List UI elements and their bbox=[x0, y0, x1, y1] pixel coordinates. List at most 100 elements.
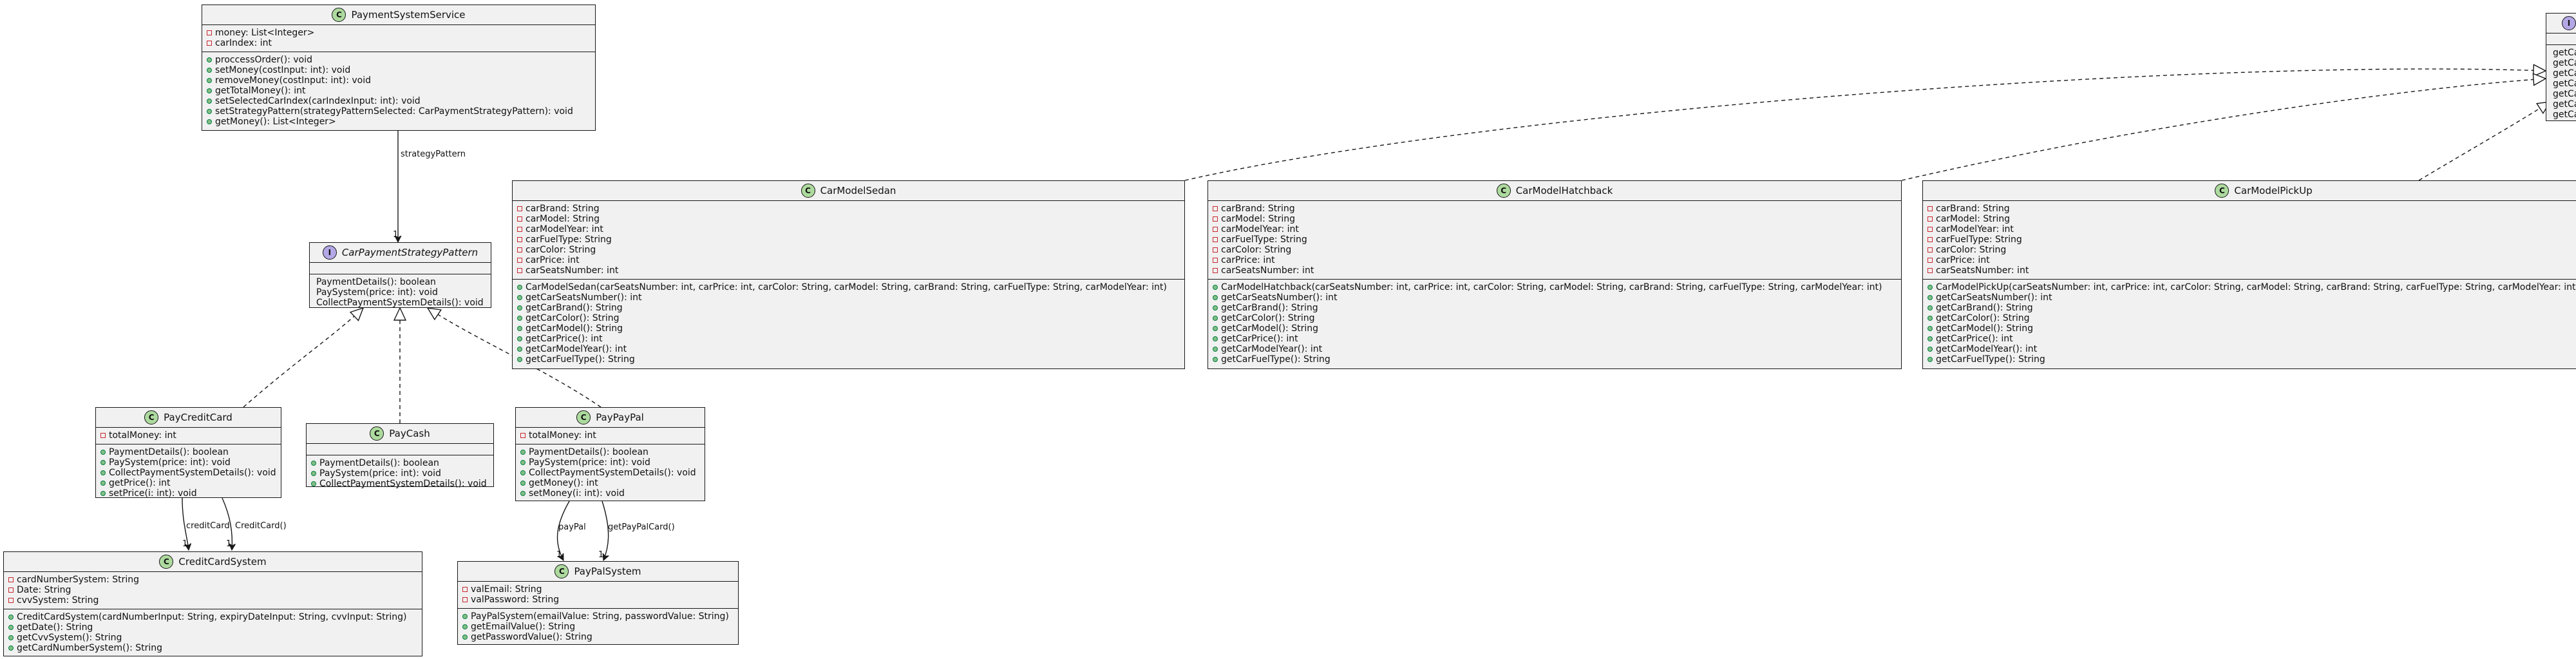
method-row: setMoney(i: int): void bbox=[520, 488, 701, 499]
private-marker-icon bbox=[1212, 234, 1218, 245]
method-text: getCa bbox=[2553, 110, 2576, 120]
public-marker-icon bbox=[516, 303, 523, 313]
method-row: CollectPaymentSystemDetails(): void bbox=[314, 298, 487, 308]
method-text: getEmailValue(): String bbox=[471, 622, 576, 632]
field-row: totalMoney: int bbox=[520, 430, 701, 441]
edge-sedan-realizes bbox=[1184, 64, 2547, 181]
method-text: getCarModel(): String bbox=[1221, 323, 1319, 334]
class-header: I bbox=[2546, 14, 2576, 33]
field-text: money: List<Integer> bbox=[215, 28, 315, 38]
method-row: getCarPrice(): int bbox=[516, 334, 1180, 344]
method-text: getCarFuelType(): String bbox=[526, 354, 635, 365]
method-text: PayPalSystem(emailValue: String, passwor… bbox=[471, 611, 729, 622]
method-row: getCarFuelType(): String bbox=[516, 354, 1180, 365]
fields-section: totalMoney: int bbox=[96, 428, 281, 444]
method-row: CollectPaymentSystemDetails(): void bbox=[520, 468, 701, 478]
private-marker-icon bbox=[1212, 265, 1218, 276]
method-text: PaySystem(price: int): void bbox=[316, 287, 438, 298]
field-text: carSeatsNumber: int bbox=[1936, 265, 2029, 276]
method-row: setMoney(costInput: int): void bbox=[206, 65, 591, 75]
class-icon: C bbox=[1496, 184, 1511, 198]
edge-hatchback-realizes bbox=[1901, 73, 2547, 181]
field-row: carColor: String bbox=[1212, 245, 1897, 255]
class-icon: C bbox=[370, 426, 384, 441]
method-text: getCarPrice(): int bbox=[1936, 334, 2013, 344]
method-text: getCarFuelType(): String bbox=[1221, 354, 1331, 365]
field-row: carBrand: String bbox=[1927, 204, 2576, 214]
private-marker-icon bbox=[1927, 265, 1933, 276]
public-marker-icon bbox=[516, 282, 523, 292]
edge-label-get-pay-pal-card: getPayPalCard() bbox=[608, 522, 675, 532]
private-marker-icon bbox=[1927, 245, 1933, 255]
method-text: getCarModelYear(): int bbox=[1936, 344, 2038, 354]
field-row: Date: String bbox=[8, 585, 418, 595]
method-text: getCarPrice(): int bbox=[1221, 334, 1298, 344]
field-row: totalMoney: int bbox=[100, 430, 277, 441]
method-row: getCa bbox=[2550, 89, 2576, 99]
methods-section: CarModelSedan(carSeatsNumber: int, carPr… bbox=[513, 279, 1184, 368]
field-text: totalMoney: int bbox=[109, 430, 176, 441]
field-text: valEmail: String bbox=[471, 584, 542, 595]
fields-section bbox=[2546, 33, 2576, 44]
method-row: PaySystem(price: int): void bbox=[310, 468, 489, 479]
class-name: PaymentSystemService bbox=[351, 9, 466, 21]
method-row: PaySystem(price: int): void bbox=[100, 457, 277, 468]
field-text: carSeatsNumber: int bbox=[1221, 265, 1314, 276]
method-text: getCarSeatsNumber(): int bbox=[526, 292, 642, 303]
edge-credit-card bbox=[182, 497, 189, 550]
class-name: CreditCardSystem bbox=[178, 556, 267, 568]
field-text: carPrice: int bbox=[526, 255, 580, 265]
public-marker-icon bbox=[462, 622, 468, 632]
public-marker-icon bbox=[462, 632, 468, 642]
method-text: setMoney(i: int): void bbox=[529, 488, 625, 499]
public-marker-icon bbox=[310, 458, 317, 468]
class-icon: C bbox=[800, 184, 815, 198]
private-marker-icon bbox=[462, 595, 468, 605]
public-marker-icon bbox=[1212, 313, 1218, 323]
field-row: valPassword: String bbox=[462, 595, 734, 605]
public-marker-icon bbox=[516, 344, 523, 354]
private-marker-icon bbox=[206, 38, 213, 48]
public-marker-icon bbox=[100, 447, 106, 457]
method-row: getCa bbox=[2550, 79, 2576, 89]
method-row: getCarPrice(): int bbox=[1212, 334, 1897, 344]
public-marker-icon bbox=[100, 478, 106, 488]
edge-mult-pay-pal: 1 bbox=[556, 550, 562, 560]
method-row: getCarBrand(): String bbox=[1927, 303, 2576, 313]
method-row: PaymentDetails(): boolean bbox=[100, 447, 277, 457]
method-row: CollectPaymentSystemDetails(): void bbox=[310, 479, 489, 489]
method-row: getCarSeatsNumber(): int bbox=[1927, 292, 2576, 303]
field-row: cardNumberSystem: String bbox=[8, 575, 418, 585]
method-text: setMoney(costInput: int): void bbox=[215, 65, 351, 75]
method-text: CollectPaymentSystemDetails(): void bbox=[109, 468, 276, 478]
private-marker-icon bbox=[1212, 255, 1218, 265]
interface-car-model-partial[interactable]: IgetCagetCagetCagetCagetCagetCagetCa bbox=[2546, 13, 2576, 121]
field-row: carColor: String bbox=[516, 245, 1180, 255]
private-marker-icon bbox=[100, 430, 106, 441]
field-text: carFuelType: String bbox=[526, 234, 612, 245]
methods-section: CarModelPickUp(carSeatsNumber: int, carP… bbox=[1923, 279, 2576, 368]
edge-get-pay-pal-card bbox=[601, 501, 609, 560]
public-marker-icon bbox=[8, 622, 14, 633]
method-row: getCa bbox=[2550, 99, 2576, 110]
class-header: C CarModelSedan bbox=[513, 181, 1184, 201]
class-name: CarModelSedan bbox=[820, 185, 896, 196]
method-text: PaySystem(price: int): void bbox=[319, 468, 441, 479]
method-row: getCarModelYear(): int bbox=[1927, 344, 2576, 354]
method-row: setSelectedCarIndex(carIndexInput: int):… bbox=[206, 96, 591, 106]
field-text: carModelYear: int bbox=[1221, 224, 1299, 234]
method-text: CollectPaymentSystemDetails(): void bbox=[316, 298, 484, 308]
